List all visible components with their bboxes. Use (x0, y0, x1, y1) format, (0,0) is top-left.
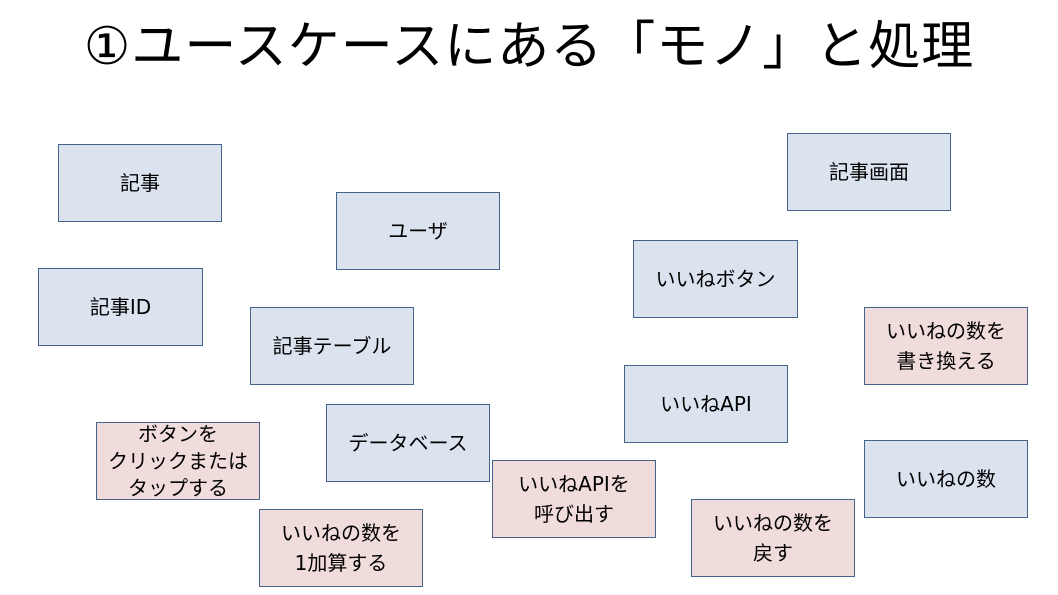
thing-user: ユーザ (336, 192, 500, 270)
process-increment: いいねの数を 1加算する (259, 509, 423, 587)
thing-article: 記事 (58, 144, 222, 222)
thing-article-id: 記事ID (38, 268, 203, 346)
process-call-api: いいねAPIを 呼び出す (492, 460, 656, 538)
process-return-count: いいねの数を 戻す (691, 499, 855, 577)
thing-article-screen: 記事画面 (787, 133, 951, 211)
process-click-or-tap: ボタンを クリックまたは タップする (96, 422, 260, 500)
slide-title: ①ユースケースにある「モノ」と処理 (83, 17, 975, 77)
process-rewrite-count: いいねの数を 書き換える (864, 307, 1028, 385)
thing-like-button: いいねボタン (633, 240, 798, 318)
thing-like-api: いいねAPI (624, 365, 788, 443)
thing-like-count: いいねの数 (864, 440, 1028, 518)
thing-database: データベース (326, 404, 490, 482)
thing-article-table: 記事テーブル (250, 307, 414, 385)
